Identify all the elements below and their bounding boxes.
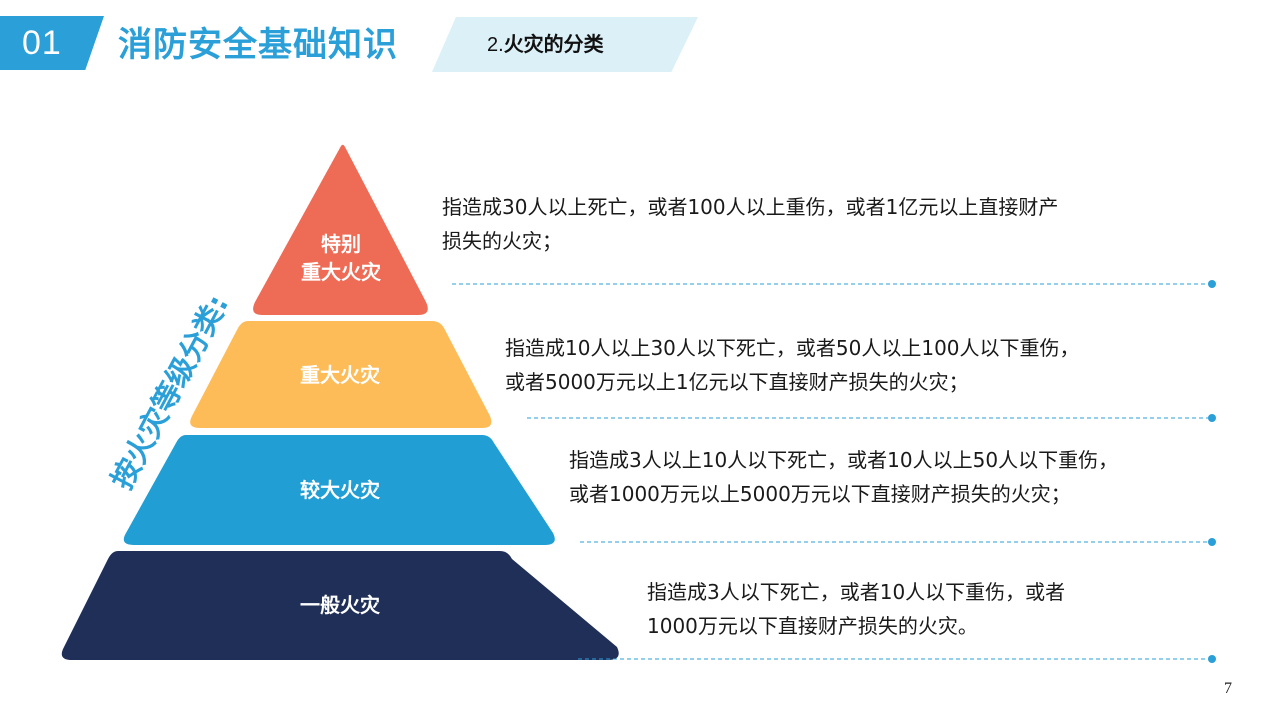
section-number-tab [0, 16, 104, 70]
level-4-description-line1: 指造成3人以下死亡，或者10人以下重伤，或者 [647, 580, 1066, 604]
pyramid-level-1-label: 特别 重大火灾 [281, 230, 401, 286]
level-1-label-line1: 特别 [321, 232, 361, 256]
level-1-description: 指造成30人以上死亡，或者100人以上重伤，或者1亿元以上直接财产 损失的火灾； [442, 190, 1058, 258]
page-number: 7 [1224, 680, 1232, 697]
pyramid-level-3-shape [123, 435, 555, 545]
level-2-description-line1: 指造成10人以上30人以下死亡，或者50人以上100人以下重伤， [505, 336, 1080, 360]
divider-dot-2 [1208, 414, 1216, 422]
subtitle-text: 火灾的分类 [503, 32, 604, 56]
divider-dot-4 [1208, 655, 1216, 663]
pyramid-level-4-shape [61, 551, 619, 660]
subtitle-tab [432, 17, 698, 72]
pyramid-level-3-label: 较大火灾 [300, 478, 380, 502]
pyramid-level-2-label: 重大火灾 [300, 363, 380, 387]
level-1-description-line2: 损失的火灾； [442, 229, 562, 253]
level-1-label-line2: 重大火灾 [301, 260, 381, 284]
page-title: 消防安全基础知识 [118, 25, 398, 65]
pyramid-level-1-shape [253, 144, 428, 315]
level-3-description: 指造成3人以上10人以下死亡，或者10人以上50人以下重伤， 或者1000万元以… [569, 443, 1118, 511]
level-3-description-line2: 或者1000万元以上5000万元以下直接财产损失的火灾； [569, 482, 1071, 506]
subtitle-number: 2. [487, 34, 504, 56]
level-3-description-line1: 指造成3人以上10人以下死亡，或者10人以上50人以下重伤， [569, 448, 1119, 472]
pyramid-level-4-label: 一般火灾 [300, 593, 380, 617]
level-2-description: 指造成10人以上30人以下死亡，或者50人以上100人以下重伤， 或者5000万… [505, 331, 1080, 399]
pyramid-level-2-shape [190, 321, 492, 428]
level-4-description: 指造成3人以下死亡，或者10人以下重伤，或者 1000万元以下直接财产损失的火灾… [647, 575, 1065, 643]
level-4-description-line2: 1000万元以下直接财产损失的火灾。 [647, 614, 978, 638]
level-1-description-line1: 指造成30人以上死亡，或者100人以上重伤，或者1亿元以上直接财产 [442, 195, 1059, 219]
divider-dot-1 [1208, 280, 1216, 288]
level-2-description-line2: 或者5000万元以上1亿元以下直接财产损失的火灾； [505, 370, 969, 394]
divider-dot-3 [1208, 538, 1216, 546]
section-number: 01 [22, 24, 62, 62]
subtitle: 2.火灾的分类 [487, 27, 604, 62]
